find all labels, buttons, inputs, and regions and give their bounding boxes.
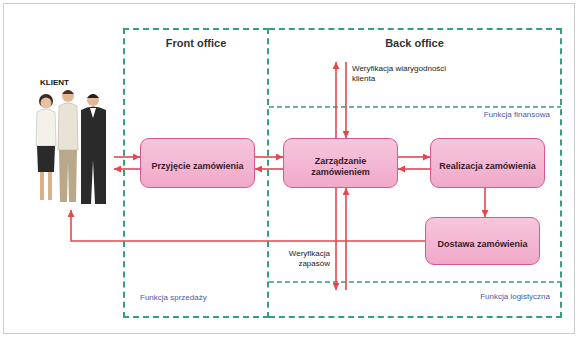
process-box: Dostawa zamówienia [425, 217, 540, 265]
function-label: Funkcja logistyczna [440, 292, 550, 302]
woman-skirt [37, 146, 55, 172]
man-suit [81, 107, 106, 205]
woman-face [41, 98, 52, 109]
check-arrow [345, 188, 347, 290]
flow-arrow [114, 156, 140, 158]
client-label: KLIENT [28, 74, 114, 87]
man-collar [90, 108, 96, 118]
flow-arrow [114, 168, 140, 170]
man-shirt [58, 103, 78, 150]
flow-arrow [398, 156, 430, 158]
client-figure: KLIENT [28, 74, 114, 210]
man-face [87, 94, 99, 106]
check-arrow [335, 188, 337, 290]
region-heading: Front office [125, 30, 267, 49]
function-label: Funkcja sprzedaży [140, 293, 250, 303]
process-label: Dostawa zamówienia [437, 232, 527, 250]
function-divider [269, 106, 561, 107]
flow-arrow [484, 188, 486, 217]
function-label: Funkcja finansowa [450, 110, 550, 120]
woman-blouse [36, 109, 56, 146]
check-arrow [335, 62, 337, 138]
process-box: Zarządzanie zamówieniem [283, 138, 398, 188]
process-label: Zarządzanie zamówieniem [292, 149, 389, 178]
check-arrow [345, 62, 347, 138]
man-hair [62, 90, 74, 94]
process-label: Realizacja zamówienia [439, 154, 536, 172]
check-label: Weryfikacja wiarygodności klienta [352, 64, 456, 83]
office-region: Front officePrzyjęcie zamówienia [123, 28, 269, 318]
man-trousers [59, 150, 77, 202]
client-illustration [36, 90, 106, 204]
function-divider [269, 281, 561, 282]
process-box: Realizacja zamówienia [430, 138, 545, 188]
region-heading: Back office [269, 30, 560, 49]
process-label: Przyjęcie zamówienia [151, 154, 243, 172]
man-hair [87, 94, 99, 98]
check-label: Weryfikacja zapasów [274, 249, 330, 268]
woman-hair [39, 94, 53, 108]
flow-arrow [398, 168, 430, 170]
process-box: Przyjęcie zamówienia [140, 138, 255, 188]
woman-leg [40, 172, 44, 200]
man-face [62, 90, 74, 102]
figure-frame [4, 4, 575, 334]
flow-arrow [255, 156, 283, 158]
woman-leg [48, 172, 52, 200]
flow-arrow [255, 168, 283, 170]
